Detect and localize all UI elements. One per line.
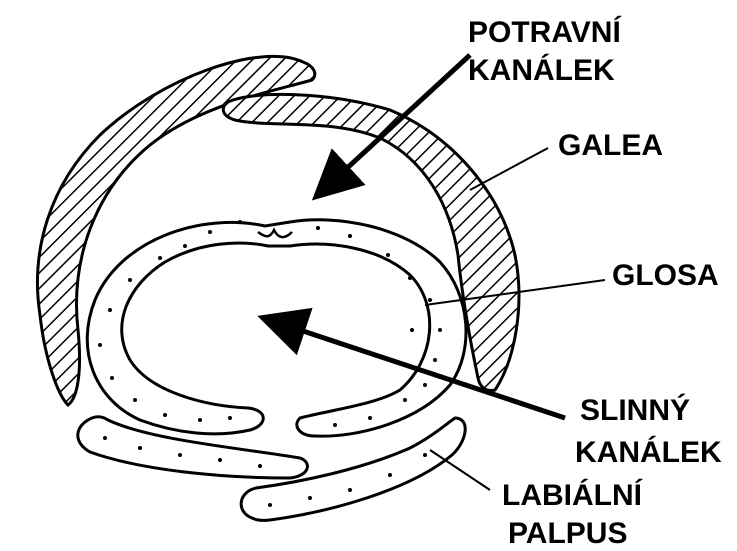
labialni-pointer-line [430, 450, 490, 490]
label-potravni-line2: KANÁLEK [468, 53, 615, 87]
label-labialni-line1: LABIÁLNÍ [502, 478, 643, 512]
glosa-shape [87, 220, 466, 436]
label-glosa: GLOSA [612, 259, 719, 292]
label-slinny-line1: SLINNÝ [580, 393, 690, 427]
label-slinny-line2: KANÁLEK [575, 435, 722, 469]
label-labialni-line2: PALPUS [508, 517, 627, 550]
label-galea: GALEA [558, 129, 663, 162]
galea-pointer-line [470, 148, 548, 190]
label-potravni-line1: POTRAVNÍ [468, 15, 621, 49]
